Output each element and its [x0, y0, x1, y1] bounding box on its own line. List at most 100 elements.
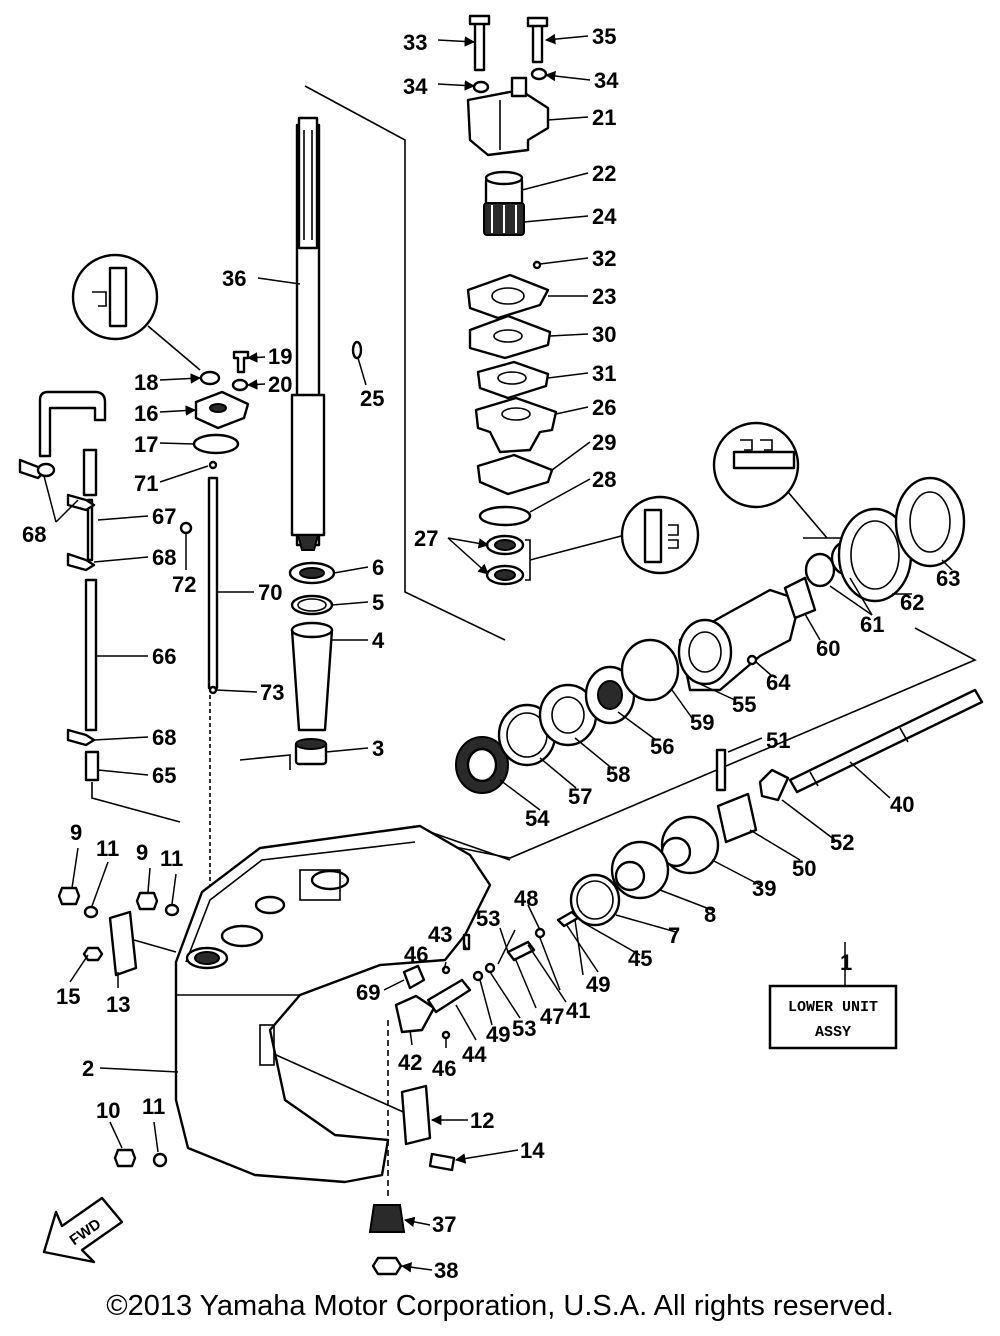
seal-61a-shape	[804, 552, 836, 588]
prop-shaft-assembly	[455, 421, 984, 927]
callout-42: 42	[398, 1050, 422, 1075]
bolt-33-shape	[468, 14, 491, 72]
callout-34b: 34	[594, 68, 619, 93]
clip-73-shape	[208, 685, 218, 695]
bolt-64-shape	[746, 654, 758, 666]
nut-38-shape	[371, 1256, 403, 1276]
callout-12: 12	[470, 1108, 494, 1133]
clutch-50-shape	[716, 792, 758, 844]
callout-59: 59	[690, 710, 714, 735]
callout-48: 48	[514, 886, 538, 911]
gasket-29-shape	[476, 453, 554, 496]
sleeve-4-shape	[290, 628, 334, 732]
callout-31: 31	[592, 361, 616, 386]
callout-14: 14	[520, 1138, 545, 1163]
clip-68c-shape	[66, 552, 96, 572]
callout-73: 73	[260, 680, 284, 705]
callout-36: 36	[222, 266, 246, 291]
callout-40: 40	[890, 792, 914, 817]
callout-24: 24	[592, 204, 617, 229]
tube-66-shape	[84, 578, 98, 732]
ring-71-shape	[208, 460, 218, 470]
callout-2: 2	[82, 1056, 94, 1081]
callout-11b: 11	[160, 846, 183, 871]
callout-41: 41	[566, 998, 590, 1023]
pinion-37-shape	[368, 1204, 406, 1233]
plate-30-shape	[468, 314, 552, 360]
callout-8: 8	[704, 902, 716, 927]
callout-16: 16	[134, 401, 158, 426]
anode-13-shape	[108, 910, 138, 977]
clip-68d-shape	[66, 728, 96, 747]
callout-67: 67	[152, 504, 176, 529]
washer-34a-shape	[472, 80, 490, 94]
bolt-14-shape	[428, 1152, 456, 1172]
callout-70: 70	[258, 580, 282, 605]
case-hardware-left	[57, 886, 180, 1168]
pump-housing-21-shape	[466, 88, 550, 157]
callout-27: 27	[414, 526, 438, 551]
callout-57: 57	[568, 784, 592, 809]
pin-25-shape	[351, 340, 363, 360]
callout-55: 55	[732, 692, 756, 717]
callout-56: 56	[650, 734, 674, 759]
bolt-19-shape	[232, 350, 250, 374]
callout-13: 13	[106, 992, 130, 1017]
washer-20-shape	[231, 378, 249, 392]
callout-37: 37	[432, 1212, 456, 1237]
water-hose-assembly	[18, 390, 107, 782]
shift-rod-assembly	[71, 253, 250, 695]
callout-68c: 68	[152, 725, 176, 750]
leader-lines	[43, 33, 953, 1273]
plunger-44-shape	[426, 978, 472, 1014]
washer-11a-shape	[83, 905, 99, 919]
spring-41-shape	[506, 940, 536, 962]
forward-gear-39-shape	[660, 815, 720, 875]
callout-69: 69	[356, 980, 380, 1005]
callout-65: 65	[152, 763, 176, 788]
assy-box-line1: LOWER UNIT	[788, 999, 878, 1016]
callout-25: 25	[360, 386, 384, 411]
callout-66: 66	[152, 644, 176, 669]
clip-68b-shape	[66, 493, 96, 512]
callout-51: 51	[766, 728, 790, 753]
callout-18: 18	[134, 370, 158, 395]
callout-39: 39	[752, 876, 776, 901]
oring-17-shape	[192, 433, 240, 455]
callout-35: 35	[592, 24, 616, 49]
washer-34b-shape	[530, 67, 548, 81]
oil-seals-27-shape	[485, 534, 525, 586]
callout-33: 33	[403, 30, 427, 55]
callout-61: 61	[860, 612, 884, 637]
callout-54: 54	[525, 806, 550, 831]
callout-68a: 68	[22, 522, 46, 547]
callout-5: 5	[372, 590, 384, 615]
assy-box-line2: ASSY	[815, 1024, 851, 1041]
bolt-35-shape	[526, 16, 549, 64]
callout-64: 64	[766, 670, 791, 695]
callout-45: 45	[628, 946, 652, 971]
pin-32-shape	[532, 260, 542, 270]
lower-case-2-shape	[174, 824, 492, 1184]
callout-20: 20	[268, 372, 292, 397]
ring-nut-63-shape	[894, 476, 966, 568]
copyright-notice: ©2013 Yamaha Motor Corporation, U.S.A. A…	[106, 1290, 894, 1322]
bolt-9a-shape	[57, 886, 81, 906]
callout-46a: 46	[404, 942, 428, 967]
callout-71: 71	[134, 471, 158, 496]
lower-unit-assy-box: LOWER UNIT ASSY	[768, 984, 898, 1050]
callout-9a: 9	[70, 820, 82, 845]
callout-58: 58	[606, 762, 630, 787]
gasket-23-shape	[466, 273, 550, 320]
prop-shaft-40-shape	[788, 688, 984, 794]
callout-29: 29	[592, 430, 616, 455]
callout-49a: 49	[486, 1022, 510, 1047]
pinion-and-trim-tab	[368, 1084, 456, 1276]
callout-23: 23	[592, 284, 616, 309]
ball-46b-shape	[441, 1030, 451, 1040]
shift-rod-70-shape	[207, 476, 219, 690]
callout-63: 63	[936, 566, 960, 591]
callout-11c: 11	[142, 1094, 165, 1119]
callout-38: 38	[434, 1258, 458, 1283]
cam-42-shape	[394, 994, 436, 1034]
